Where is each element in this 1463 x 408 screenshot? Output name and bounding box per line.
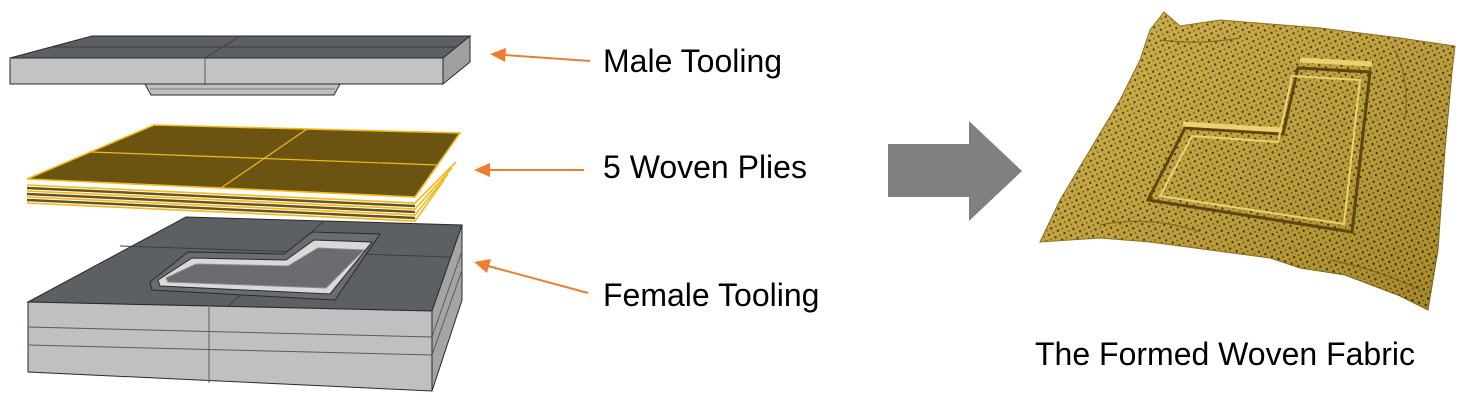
ply-stack-edges	[26, 161, 457, 222]
male-tool-side	[442, 34, 471, 86]
male-tooling-label: Male Tooling	[603, 43, 783, 79]
arrow-woven-plies	[474, 163, 584, 177]
top-ply	[26, 124, 462, 198]
formed-fabric-label: The Formed Woven Fabric	[1035, 336, 1415, 372]
male-tool-front	[9, 57, 444, 85]
fabric-cavity-impression	[1145, 57, 1373, 234]
female-tooling-label: Female Tooling	[603, 277, 820, 313]
woven-plies	[26, 124, 462, 222]
arrow-male-tooling	[490, 48, 591, 62]
female-tool-side	[431, 224, 463, 392]
process-arrow	[888, 121, 1022, 221]
pointer-arrows	[474, 48, 591, 294]
formed-fabric	[1039, 11, 1456, 311]
male-tooling	[9, 34, 472, 96]
arrow-female-tooling	[474, 259, 589, 294]
female-tooling	[26, 216, 463, 392]
woven-plies-label: 5 Woven Plies	[603, 149, 807, 185]
